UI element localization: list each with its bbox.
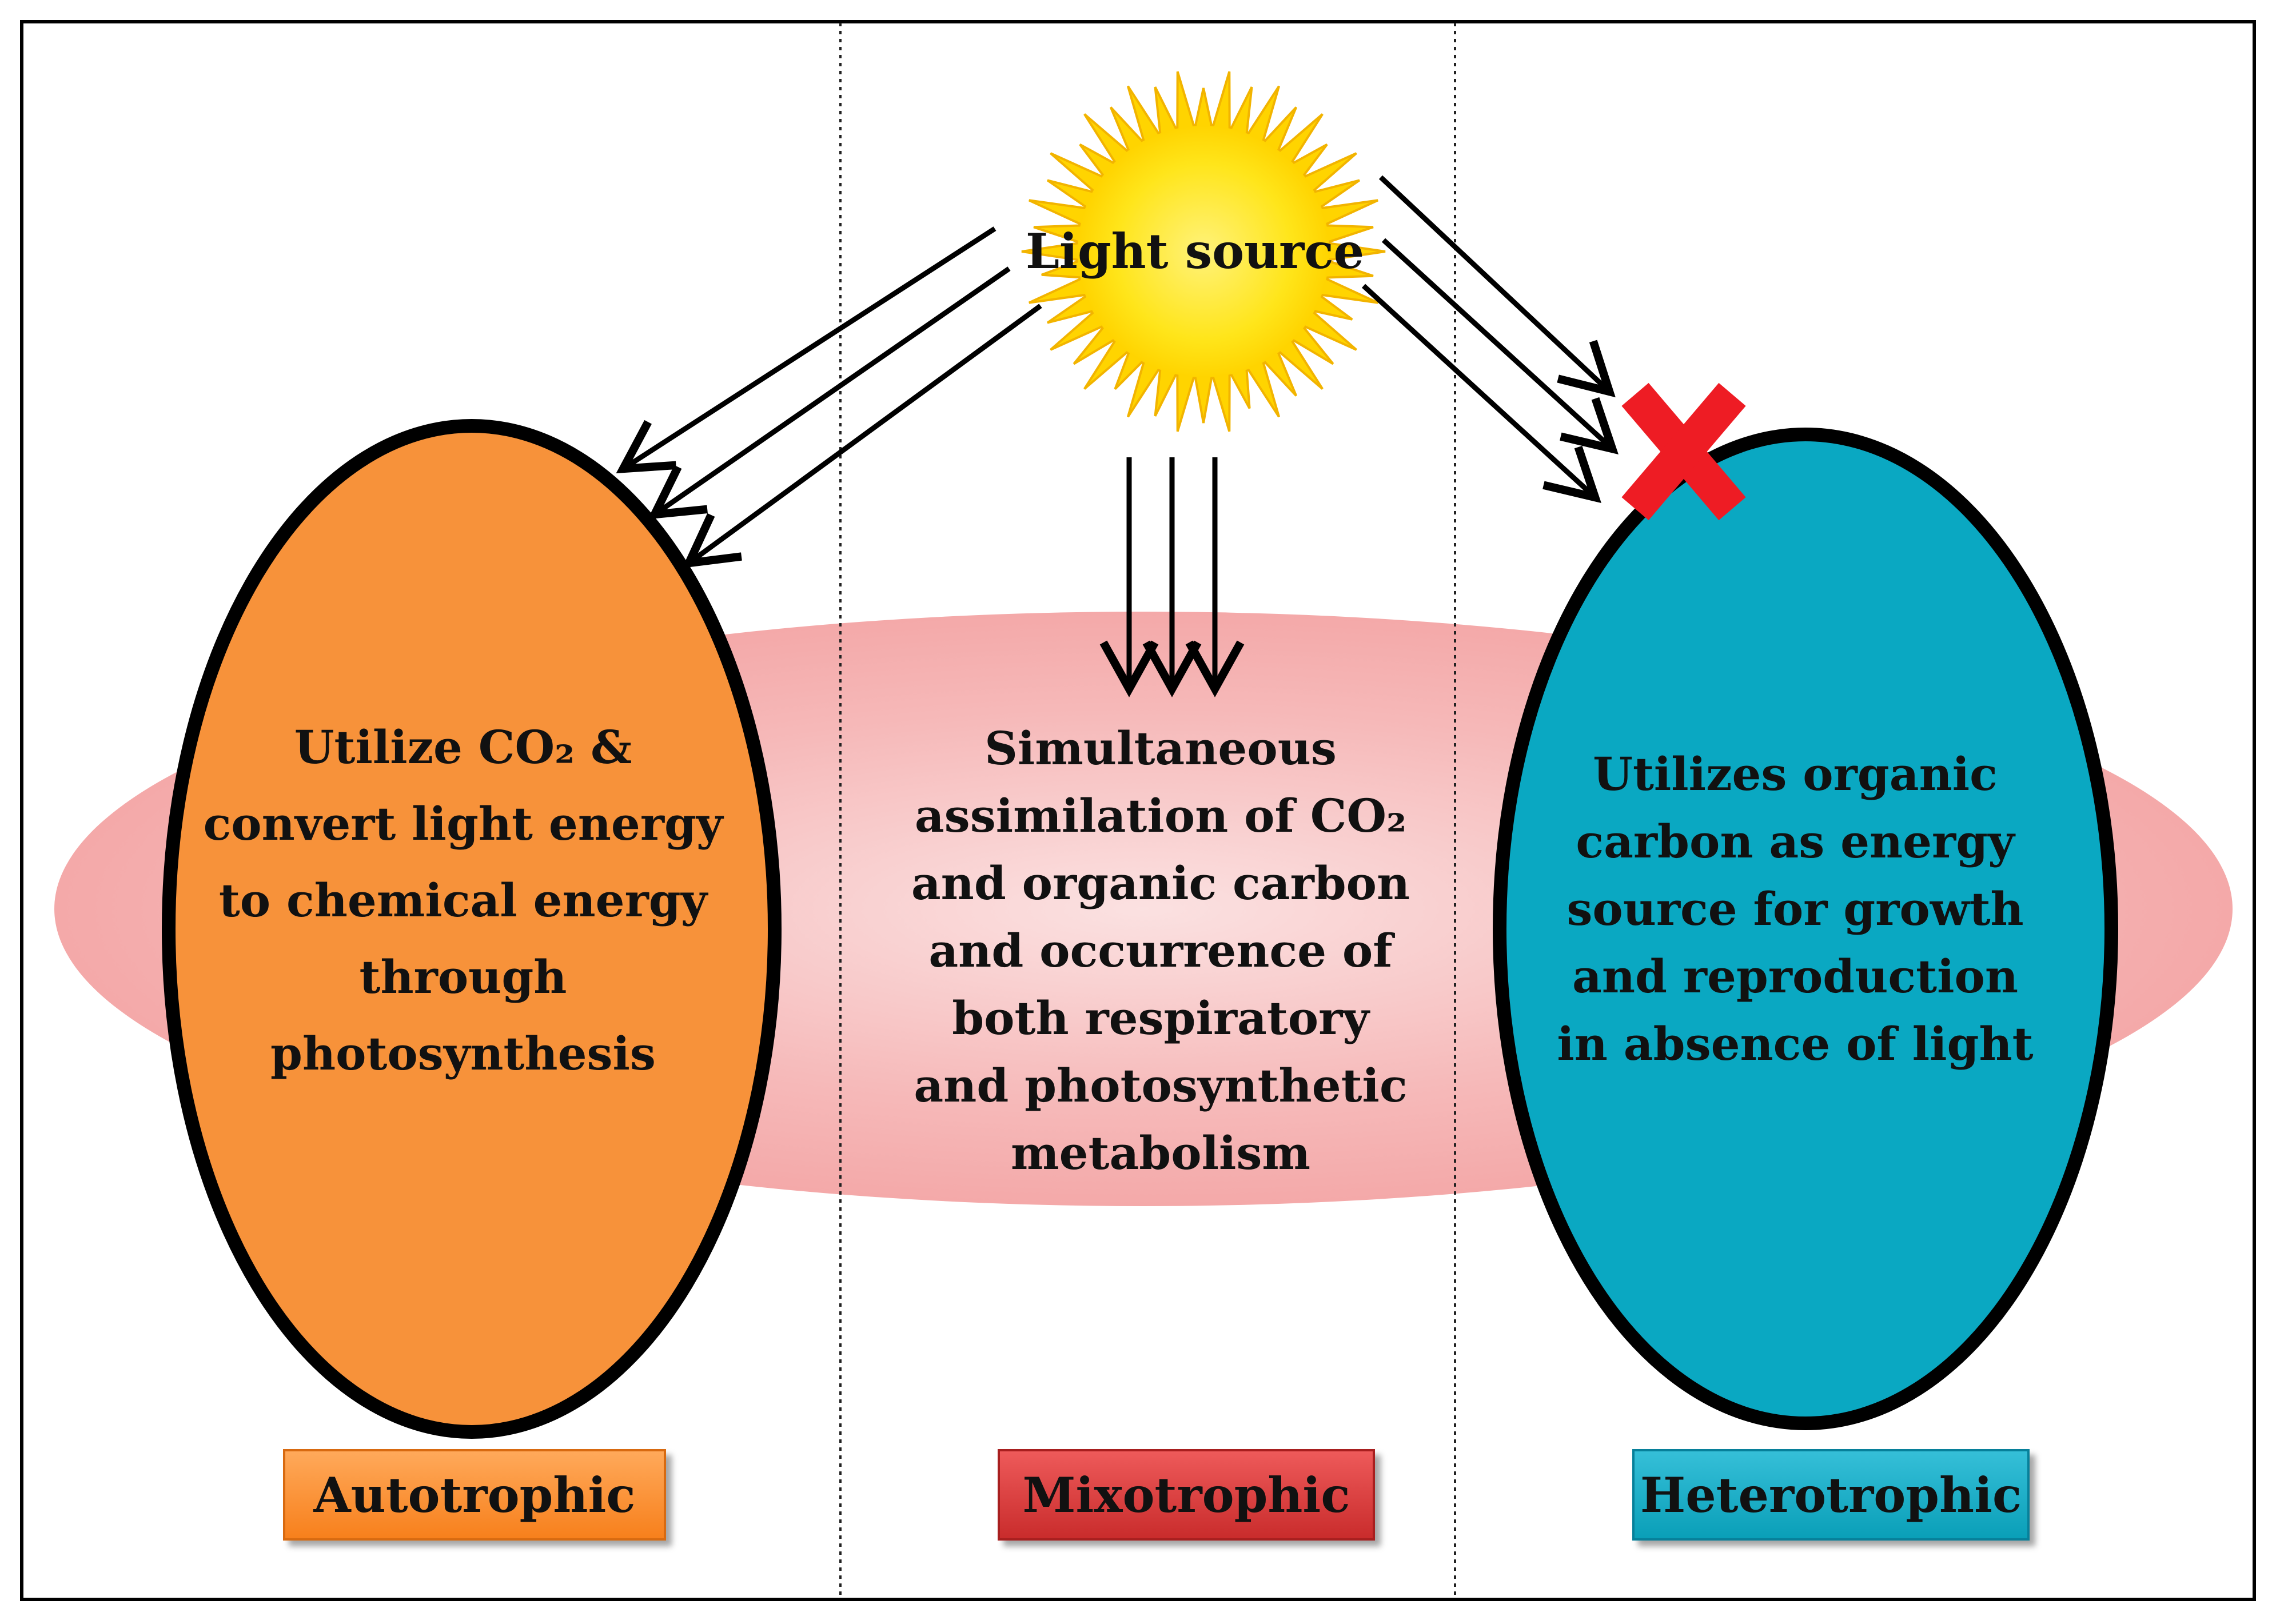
light-arrow-hetero-1 <box>1378 175 1616 398</box>
heterotrophic-description: Utilizes organic carbon as energy source… <box>1557 747 2034 1071</box>
autotrophic-description: Utilize CO₂ & convert light energy to ch… <box>203 720 723 1080</box>
light-arrow-hetero-2 <box>1381 238 1619 454</box>
light-arrow-auto-1 <box>616 226 997 474</box>
autotrophic-ellipse <box>162 419 782 1439</box>
mixotrophic-description: Simultaneous assimilation of CO₂ and org… <box>911 721 1410 1180</box>
sun-icon <box>1021 71 1386 432</box>
heterotrophic-label: Heterotrophic <box>1632 1449 2030 1541</box>
heterotrophic-ellipse <box>1493 428 2118 1430</box>
light-source-label: Light source <box>1025 223 1365 280</box>
light-arrow-auto-3 <box>682 304 1042 568</box>
autotrophic-label: Autotrophic <box>283 1449 666 1541</box>
sun-core <box>1078 126 1329 377</box>
cross-icon <box>1621 382 1746 521</box>
light-arrow-auto-2 <box>647 266 1011 520</box>
mixotrophic-label: Mixotrophic <box>998 1449 1375 1541</box>
light-arrow-hetero-3 <box>1361 284 1601 503</box>
